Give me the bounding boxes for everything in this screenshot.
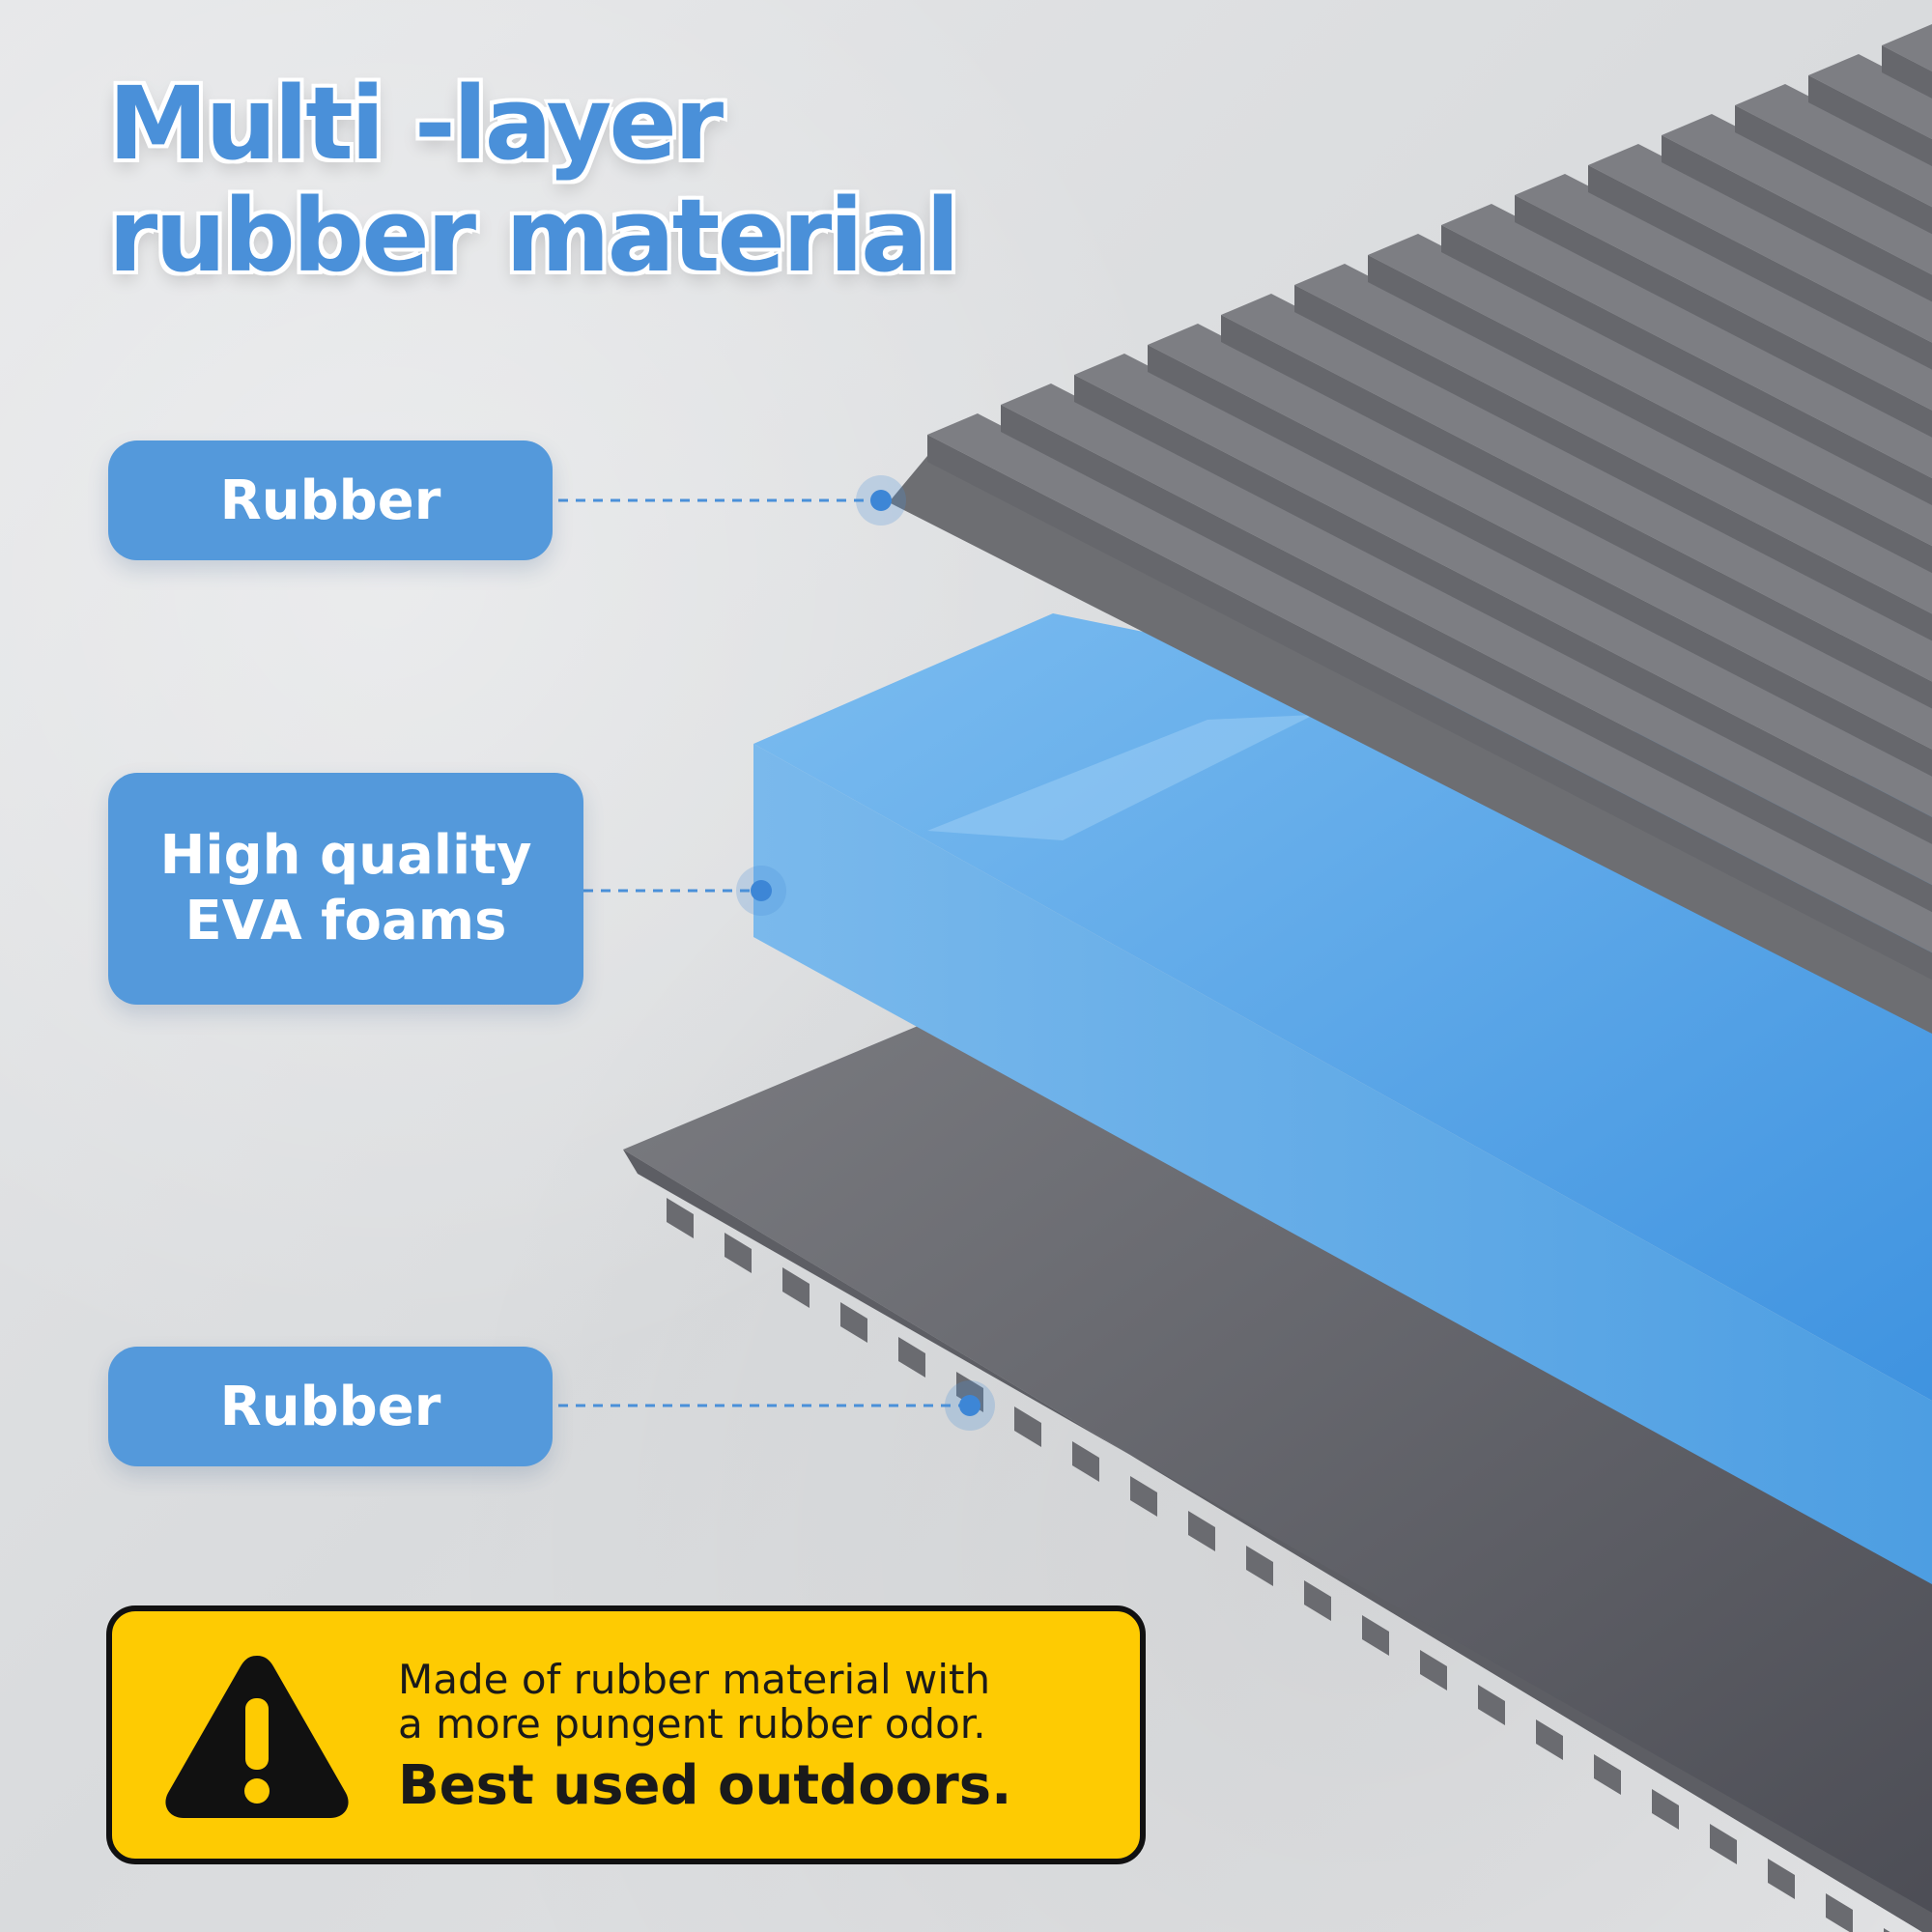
rubber-rib <box>927 413 1932 980</box>
warning-box: Made of rubber material with a more pung… <box>106 1605 1146 1864</box>
page-title: Multi -layer rubber material <box>107 65 962 295</box>
rubber-tooth <box>1826 1893 1853 1932</box>
label-top-text: Rubber <box>219 469 441 532</box>
leader-lines <box>558 498 970 1407</box>
rubber-tooth <box>782 1267 810 1308</box>
label-mid-text-1: High quality <box>159 824 532 887</box>
rubber-tooth <box>1304 1580 1331 1621</box>
rubber-tooth <box>1478 1685 1505 1725</box>
rubber-rib <box>1662 114 1932 302</box>
rubber-tooth <box>1594 1754 1621 1795</box>
rubber-rib <box>1808 54 1932 167</box>
label-mid-text-2: EVA foams <box>185 890 507 952</box>
rubber-tooth <box>1072 1441 1099 1482</box>
rubber-tooth <box>1652 1789 1679 1830</box>
label-top-rubber: Rubber <box>108 440 553 560</box>
rubber-rib <box>1441 204 1932 505</box>
rubber-tooth <box>1710 1824 1737 1864</box>
rubber-rib <box>1221 294 1932 709</box>
label-eva-foam: High quality EVA foams <box>108 773 583 1005</box>
rubber-rib <box>1294 264 1932 641</box>
rubber-tooth <box>1246 1546 1273 1586</box>
rubber-rib <box>1882 24 1932 99</box>
rubber-tooth <box>1420 1650 1447 1690</box>
rubber-rib <box>1001 384 1932 913</box>
top-rubber-layer <box>889 24 1932 1034</box>
rubber-tooth <box>1130 1476 1157 1517</box>
bottom-rubber-layer <box>623 1024 1932 1932</box>
leader-dots <box>736 475 995 1431</box>
rubber-rib <box>1515 174 1932 438</box>
rubber-tooth <box>1014 1406 1041 1447</box>
rubber-rib <box>1074 354 1932 844</box>
label-bottom-text: Rubber <box>219 1375 441 1438</box>
rubber-rib <box>1735 84 1932 235</box>
rubber-tooth <box>1884 1928 1890 1932</box>
rubber-rib <box>1148 324 1932 777</box>
title-line-2: rubber material <box>107 177 962 295</box>
rubber-tooth <box>898 1337 925 1378</box>
rubber-rib <box>1588 144 1932 370</box>
rubber-tooth <box>1536 1719 1563 1760</box>
warning-text-line-2: a more pungent rubber odor. <box>398 1700 986 1747</box>
warning-text-line-1: Made of rubber material with <box>398 1656 991 1703</box>
rubber-rib <box>1368 234 1932 574</box>
rubber-tooth <box>1768 1859 1795 1899</box>
rubber-tooth <box>1362 1615 1389 1656</box>
rubber-tooth <box>840 1302 867 1343</box>
rubber-tooth <box>1188 1511 1215 1551</box>
rubber-tooth <box>724 1233 752 1273</box>
warning-triangle-icon <box>165 1656 349 1818</box>
title-line-1: Multi -layer <box>107 65 725 183</box>
rubber-tooth <box>667 1198 694 1238</box>
label-bottom-rubber: Rubber <box>108 1347 553 1466</box>
warning-text-line-3: Best used outdoors. <box>398 1754 1012 1817</box>
